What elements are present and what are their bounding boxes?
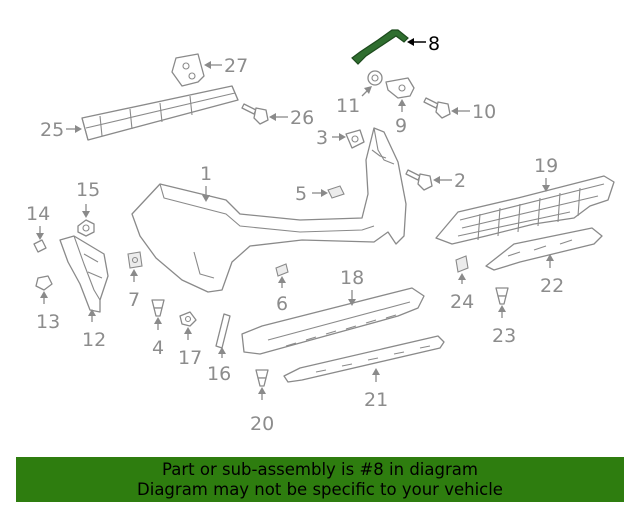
part-13-clip: [35, 275, 53, 291]
callout-17: 17: [178, 327, 202, 369]
callout-15: 15: [76, 179, 100, 218]
part-27-bracket: [171, 53, 205, 87]
part-2-bolt: [405, 169, 433, 191]
callout-label-9: 9: [395, 115, 407, 137]
callout-16: 16: [207, 347, 231, 385]
callout-7: 7: [128, 269, 140, 311]
callout-label-2: 2: [454, 170, 466, 192]
callout-label-11: 11: [336, 95, 360, 117]
part-5-pad: [327, 185, 345, 199]
callout-label-27: 27: [224, 55, 248, 77]
callout-label-16: 16: [207, 363, 231, 385]
part-21-molding: [283, 335, 445, 383]
callout-25: 25: [40, 119, 82, 141]
part-11-clip: [367, 70, 383, 86]
callout-label-17: 17: [178, 347, 202, 369]
part-1-bumper-cover: [131, 127, 407, 293]
callout-14: 14: [26, 203, 50, 240]
callout-23: 23: [492, 305, 516, 347]
part-15-nut: [77, 219, 95, 237]
callout-label-25: 25: [40, 119, 64, 141]
callout-9: 9: [395, 99, 407, 137]
callout-label-10: 10: [472, 101, 496, 123]
part-18-garnish: [241, 287, 425, 355]
callout-label-4: 4: [152, 337, 164, 359]
part-8-retainer: [351, 29, 409, 65]
part-16-strip: [215, 313, 231, 349]
callout-label-26: 26: [290, 107, 314, 129]
part-9-spacer: [385, 77, 415, 99]
callout-label-8: 8: [428, 33, 440, 55]
part-7-clip: [127, 251, 143, 269]
part-26-bolt: [241, 103, 269, 125]
part-12-side-bracket: [59, 235, 109, 313]
callout-label-13: 13: [36, 311, 60, 333]
callout-26: 26: [269, 107, 314, 129]
callout-label-5: 5: [295, 183, 307, 205]
callout-3: 3: [316, 127, 346, 149]
callout-label-6: 6: [276, 293, 288, 315]
part-14-clip: [33, 239, 47, 253]
callout-22: 22: [540, 254, 564, 297]
callout-label-23: 23: [492, 325, 516, 347]
callout-2: 2: [433, 170, 466, 192]
callout-label-20: 20: [250, 413, 274, 435]
callout-12: 12: [82, 309, 106, 351]
callout-1: 1: [200, 163, 212, 202]
part-6-pad: [275, 263, 289, 277]
callout-label-15: 15: [76, 179, 100, 201]
callout-10: 10: [451, 101, 496, 123]
banner-line-1: Part or sub-assembly is #8 in diagram: [162, 460, 478, 479]
callout-18: 18: [340, 267, 364, 306]
part-4-pin: [151, 299, 165, 317]
callout-label-21: 21: [364, 389, 388, 411]
callout-13: 13: [36, 291, 60, 333]
callout-4: 4: [152, 317, 164, 359]
part-20-pin: [255, 369, 269, 387]
banner-line-2: Diagram may not be specific to your vehi…: [137, 480, 503, 499]
part-24-clip: [455, 255, 469, 273]
callout-label-22: 22: [540, 275, 564, 297]
callout-6: 6: [276, 276, 288, 315]
part-19-diffuser: [435, 175, 615, 245]
callout-label-24: 24: [450, 291, 474, 313]
callout-label-19: 19: [534, 155, 558, 177]
callout-8: 8: [407, 33, 440, 55]
part-3-clip: [345, 129, 365, 149]
info-banner: Part or sub-assembly is #8 in diagram Di…: [16, 457, 624, 502]
callout-label-3: 3: [316, 127, 328, 149]
callout-20: 20: [250, 387, 274, 435]
part-25-reinforcement: [81, 85, 239, 141]
callout-5: 5: [295, 183, 328, 205]
callout-label-7: 7: [128, 289, 140, 311]
callout-27: 27: [204, 55, 248, 77]
part-10-bolt: [423, 97, 451, 119]
callout-21: 21: [364, 368, 388, 411]
callout-label-14: 14: [26, 203, 50, 225]
callout-24: 24: [450, 273, 474, 313]
callout-label-12: 12: [82, 329, 106, 351]
part-23-pin: [495, 287, 509, 305]
callout-label-18: 18: [340, 267, 364, 289]
callout-label-1: 1: [200, 163, 212, 185]
parts-diagram: 25 27 26 8 11: [26, 29, 615, 435]
part-22-panel: [485, 227, 603, 271]
callout-19: 19: [534, 155, 558, 192]
callout-11: 11: [336, 86, 372, 117]
part-17-clip: [179, 311, 197, 327]
